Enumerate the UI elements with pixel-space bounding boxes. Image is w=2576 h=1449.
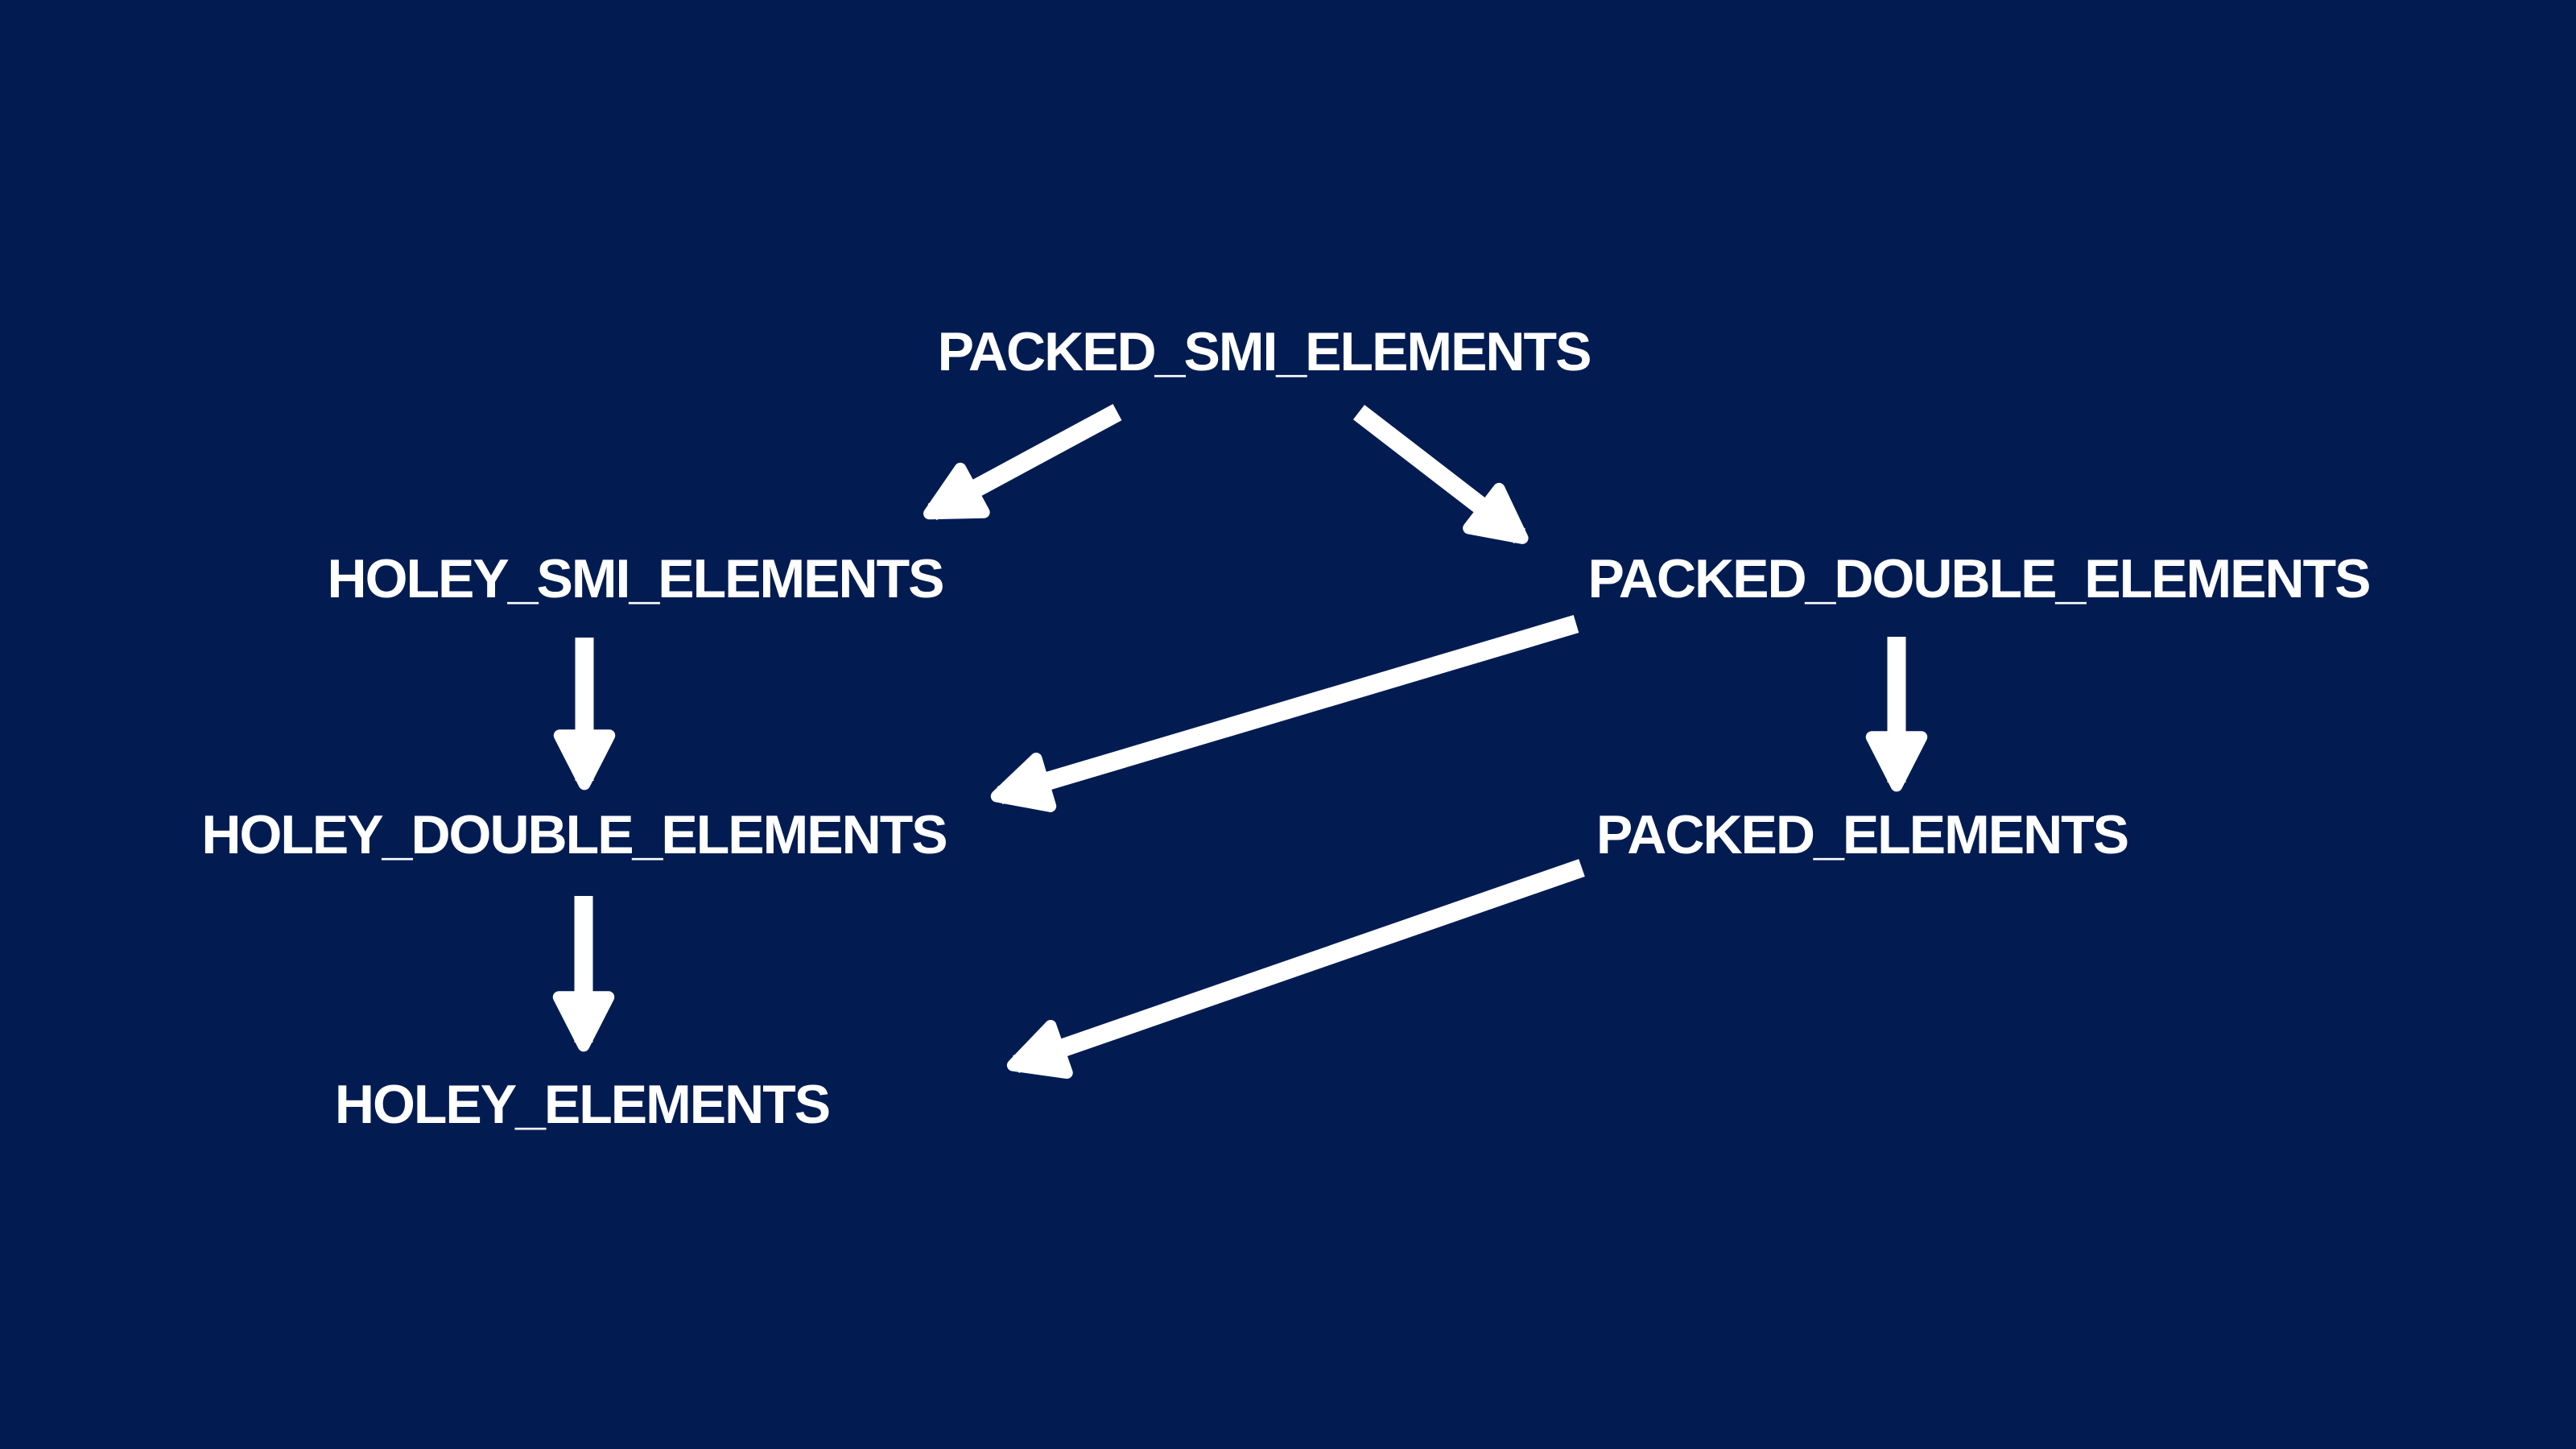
node-holey-double-elements: HOLEY_DOUBLE_ELEMENTS xyxy=(201,804,947,865)
arrow-packed-smi-to-holey-smi xyxy=(923,403,1122,521)
node-packed-double-elements: PACKED_DOUBLE_ELEMENTS xyxy=(1587,548,2371,609)
arrow-packed-to-holey xyxy=(1006,859,1585,1080)
arrow-packed-smi-to-packed-double xyxy=(1352,404,1529,544)
arrow-packed-double-to-holey-double xyxy=(990,614,1579,812)
node-packed-elements: PACKED_ELEMENTS xyxy=(1596,804,2129,865)
node-holey-smi-elements: HOLEY_SMI_ELEMENTS xyxy=(327,548,944,609)
node-packed-smi-elements: PACKED_SMI_ELEMENTS xyxy=(937,321,1592,382)
node-holey-elements: HOLEY_ELEMENTS xyxy=(334,1074,831,1135)
